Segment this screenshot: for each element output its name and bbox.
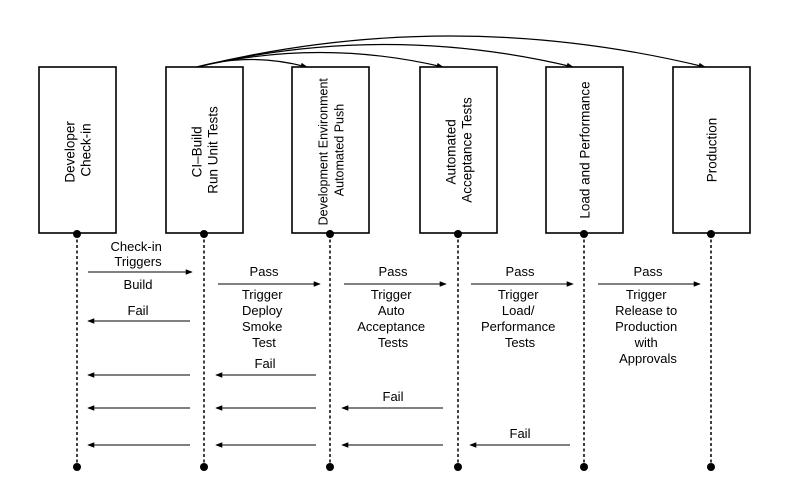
curve-to-production — [196, 35, 706, 69]
message-performance: Pass Trigger Load/ Performance Tests — [471, 264, 574, 350]
stage-box — [545, 66, 624, 234]
message-label: Pass — [250, 264, 279, 279]
message-label: Fail — [383, 389, 404, 404]
lifelines — [76, 234, 712, 467]
dot-bottom — [707, 463, 715, 471]
stage-box — [419, 66, 498, 234]
stage-label: CI–Build Run Unit Tests — [190, 106, 221, 194]
message-label: Trigger Release to Production with Appro… — [615, 287, 681, 366]
message-label: Pass — [634, 264, 663, 279]
lifeline-dots — [73, 230, 715, 471]
stage-box — [672, 66, 751, 234]
message-label: Fail — [128, 303, 149, 318]
stage-label: Developer Check-in — [63, 117, 94, 182]
message-label: Trigger Auto Acceptance Tests — [357, 287, 429, 350]
stage-box — [165, 66, 244, 234]
dot-top — [73, 230, 81, 238]
stage-automated-acceptance: Automated Acceptance Tests — [419, 66, 498, 234]
message-performance-fail: Fail — [87, 426, 570, 448]
message-acceptance: Pass Trigger Auto Acceptance Tests — [344, 264, 447, 350]
dot-top — [454, 230, 462, 238]
message-label: Trigger Load/ Performance Tests — [481, 287, 559, 350]
message-label: Fail — [255, 356, 276, 371]
message-label: Pass — [506, 264, 535, 279]
dot-top — [200, 230, 208, 238]
message-acceptance-fail: Fail — [87, 389, 443, 411]
dot-bottom — [73, 463, 81, 471]
stage-label: Automated Acceptance Tests — [444, 97, 475, 203]
stage-label: Load and Performance — [578, 81, 593, 218]
message-checkin: Check-in Triggers Build — [88, 239, 193, 292]
trigger-curves — [196, 35, 706, 69]
message-label: Trigger Deploy Smoke Test — [242, 287, 286, 350]
stage-load-performance: Load and Performance — [545, 66, 624, 234]
message-label: Fail — [510, 426, 531, 441]
message-label: Pass — [379, 264, 408, 279]
dot-top — [707, 230, 715, 238]
dot-top — [580, 230, 588, 238]
stage-developer-checkin: Developer Check-in — [38, 66, 117, 234]
dot-bottom — [454, 463, 462, 471]
stage-production: Production — [672, 66, 751, 234]
stage-box — [38, 66, 117, 234]
message-label: Check-in Triggers — [111, 239, 166, 269]
curve-to-load — [196, 43, 574, 69]
stage-label: Production — [705, 118, 720, 183]
dot-top — [326, 230, 334, 238]
dot-bottom — [580, 463, 588, 471]
message-label: Build — [124, 277, 153, 292]
stage-box — [291, 66, 370, 234]
stage-ci-build: CI–Build Run Unit Tests — [165, 66, 244, 234]
stage-label: Development Environment Automated Push — [317, 75, 347, 226]
stage-dev-environment: Development Environment Automated Push — [291, 66, 370, 234]
message-build-fail: Fail — [87, 303, 190, 324]
dot-bottom — [200, 463, 208, 471]
dot-bottom — [326, 463, 334, 471]
message-release: Pass Trigger Release to Production with … — [598, 264, 701, 366]
message-deploy-fail: Fail — [87, 356, 316, 378]
message-deploy: Pass Trigger Deploy Smoke Test — [218, 264, 321, 350]
curve-to-acceptance — [196, 51, 444, 69]
